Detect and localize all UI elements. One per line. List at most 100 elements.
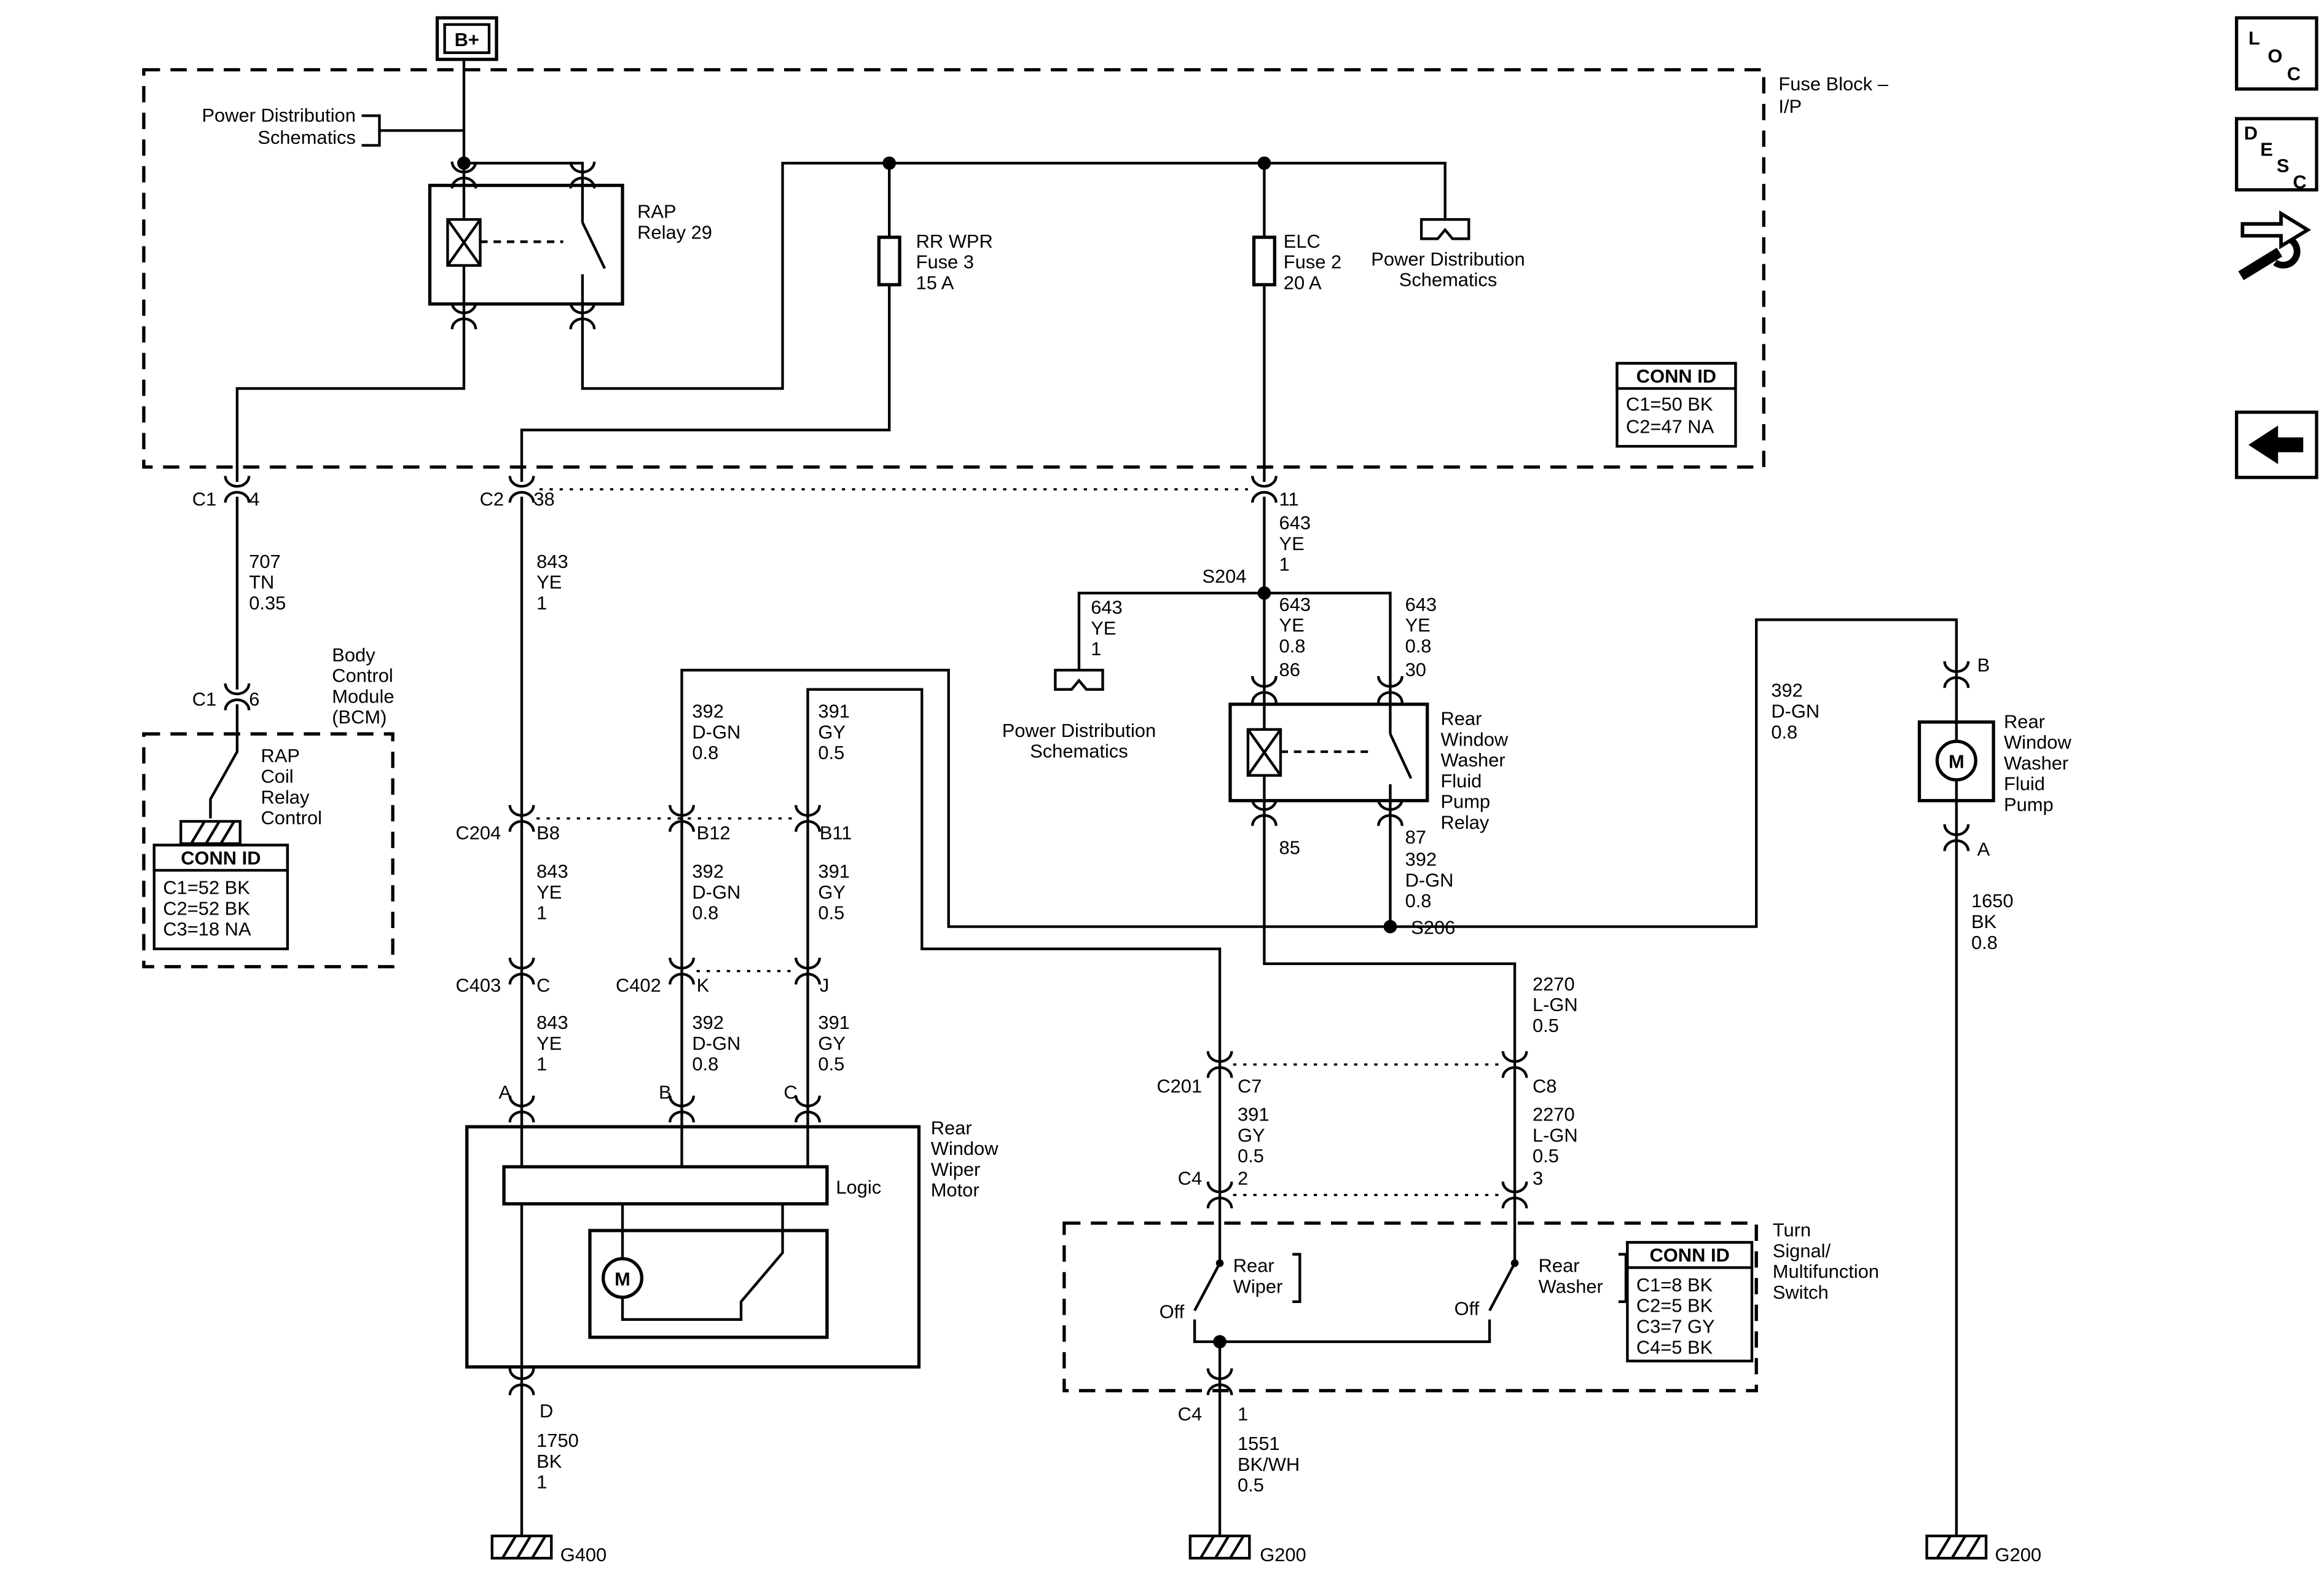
- desc-letter: S: [2277, 155, 2290, 176]
- bcm-label: Control: [332, 665, 393, 687]
- pin-letter: D: [540, 1400, 553, 1422]
- wire-label-843: 1: [536, 592, 547, 613]
- fuse2-label: Fuse 2: [1284, 251, 1341, 273]
- rear-washer-label: Rear: [1539, 1255, 1580, 1277]
- connector-symbols: [226, 162, 1969, 1395]
- fuse-block-label: Fuse Block –: [1778, 73, 1888, 95]
- pin-letter: C: [536, 975, 550, 996]
- wire-label-391: 0.5: [818, 1053, 844, 1075]
- wire-label-1750: BK: [536, 1451, 562, 1472]
- wire-1551-bkwh: [1193, 1319, 1491, 1536]
- repair-tools-button[interactable]: [2238, 210, 2312, 280]
- conn-id-row: C2=47 NA: [1626, 415, 1714, 437]
- conn-id-row: C1=50 BK: [1626, 393, 1713, 415]
- wire-label-391: 0.5: [818, 742, 844, 763]
- wire-label-843: 843: [536, 551, 568, 572]
- rear-wiper-position-bracket: [1292, 1253, 1301, 1304]
- wire-label-392: D-GN: [692, 1033, 740, 1054]
- splice-s206: [1383, 919, 1397, 934]
- wire-label-391: 391: [818, 701, 850, 722]
- wire-label-391: 0.5: [818, 902, 844, 924]
- wire-label-2270: 0.5: [1533, 1015, 1559, 1036]
- wire-label-643: 1: [1279, 554, 1290, 575]
- wire-label-1750: 1750: [536, 1430, 579, 1451]
- pump-m-label: M: [1949, 751, 1965, 773]
- wire-label-643: YE: [1091, 617, 1116, 639]
- wire-label-643: YE: [1405, 615, 1431, 636]
- desc-letter: D: [2244, 122, 2258, 144]
- wiper-motor-label: Motor: [931, 1179, 979, 1201]
- relay-switch-arm: [1389, 733, 1413, 779]
- power-dist-label: Schematics: [257, 127, 356, 148]
- pin-letter: B: [659, 1081, 672, 1103]
- multifunction-switch-outline: [1062, 1221, 1758, 1393]
- labels-right-column: 392 D-GN 0.8 B A Rear Window Washer Flui…: [1771, 655, 2071, 1565]
- arrow-icon: [2240, 210, 2312, 250]
- connector-name: C1: [192, 489, 216, 510]
- wire-label-643: 0.8: [1405, 635, 1432, 656]
- desc-letter: E: [2260, 138, 2273, 160]
- relay-coil-symbol: [447, 219, 480, 266]
- wire-label-392: 392: [692, 1012, 723, 1033]
- washer-pump-label: Rear: [2004, 711, 2045, 732]
- conn-id-box-bcm: CONN ID C1=52 BK C2=52 BK C3=18 NA: [152, 843, 289, 950]
- conn-id-row: C3=18 NA: [163, 918, 251, 940]
- rap-relay-label: Relay 29: [637, 221, 712, 243]
- wire-label-643: YE: [1279, 615, 1305, 636]
- ground-g200-icon: [1190, 1536, 1249, 1558]
- connector-name: C403: [455, 975, 501, 996]
- labels-top: Power Distribution Schematics RAP Relay …: [202, 73, 1888, 293]
- wire-label-392: 0.8: [1771, 721, 1797, 742]
- fuse2-label: 20 A: [1284, 272, 1322, 293]
- relay-coil-symbol: [1248, 730, 1281, 776]
- wire-label-843: YE: [536, 572, 562, 593]
- wire-label-392: D-GN: [1771, 701, 1820, 722]
- multifunction-switch-internals: [1193, 1253, 1628, 1312]
- connector-name: C2: [480, 489, 504, 510]
- desc-button[interactable]: D E S C: [2235, 117, 2318, 192]
- pin-number: 6: [249, 688, 259, 710]
- loc-button-box[interactable]: [2235, 16, 2318, 91]
- wire-643-ye: [1077, 497, 1392, 704]
- ground-g200-icon: [1927, 1536, 1986, 1558]
- wire-label-643: YE: [1279, 533, 1305, 554]
- wires: [209, 59, 1958, 1536]
- rap-relay-label: RAP: [637, 201, 676, 222]
- back-arrow-icon: [2248, 425, 2304, 465]
- back-button[interactable]: [2235, 410, 2318, 479]
- wire-label-1650: BK: [1971, 911, 1997, 932]
- conn-id-title: CONN ID: [181, 847, 261, 868]
- wire-label-392: D-GN: [692, 881, 740, 903]
- junction-dot: [1213, 1335, 1227, 1349]
- relay-switch-arm: [581, 221, 607, 275]
- conn-id-title: CONN ID: [1636, 365, 1716, 387]
- wire-label-392: 392: [1405, 849, 1437, 870]
- rap-coil-control-label: Relay: [261, 786, 310, 808]
- conn-id-box-switch: CONN ID C1=8 BK C2=5 BK C3=7 GY C4=5 BK: [1626, 1241, 1754, 1363]
- back-button-box[interactable]: [2235, 410, 2318, 479]
- junction-dot: [882, 156, 897, 170]
- pin-number: 38: [533, 489, 554, 510]
- off-position-label: Off: [1454, 1298, 1480, 1320]
- conn-id-row: C1=8 BK: [1636, 1274, 1713, 1296]
- off-position-label: Off: [1160, 1301, 1185, 1322]
- washer-relay-label: Window: [1440, 728, 1508, 750]
- wire-392-dgn: [680, 618, 1958, 1167]
- connector-name: C4: [1178, 1403, 1202, 1425]
- pin-number: 11: [1279, 489, 1299, 510]
- connector-tie-lines: [536, 488, 1502, 1196]
- pin-letter: J: [820, 975, 829, 996]
- wire-rap-relay-output-bus: [581, 162, 1447, 390]
- desc-button-box[interactable]: [2235, 117, 2318, 192]
- power-dist-label: Power Distribution: [1002, 720, 1156, 741]
- loc-button[interactable]: L O C: [2235, 16, 2318, 91]
- wire-bplus-feed: [462, 59, 584, 222]
- wire-label-391: 0.5: [1238, 1145, 1264, 1167]
- turn-signal-switch-label: Signal/: [1773, 1240, 1831, 1261]
- wire-label-843: 1: [536, 902, 547, 924]
- wrench-head-icon: [2273, 237, 2301, 269]
- labels-843-column: C2 38 843 YE 1 C204 B8 B12 B11 843 YE 1 …: [455, 489, 999, 1565]
- rap-coil-control-label: Control: [261, 807, 322, 829]
- conn-id-row: C3=7 GY: [1636, 1315, 1715, 1337]
- connector-name: C201: [1156, 1076, 1202, 1097]
